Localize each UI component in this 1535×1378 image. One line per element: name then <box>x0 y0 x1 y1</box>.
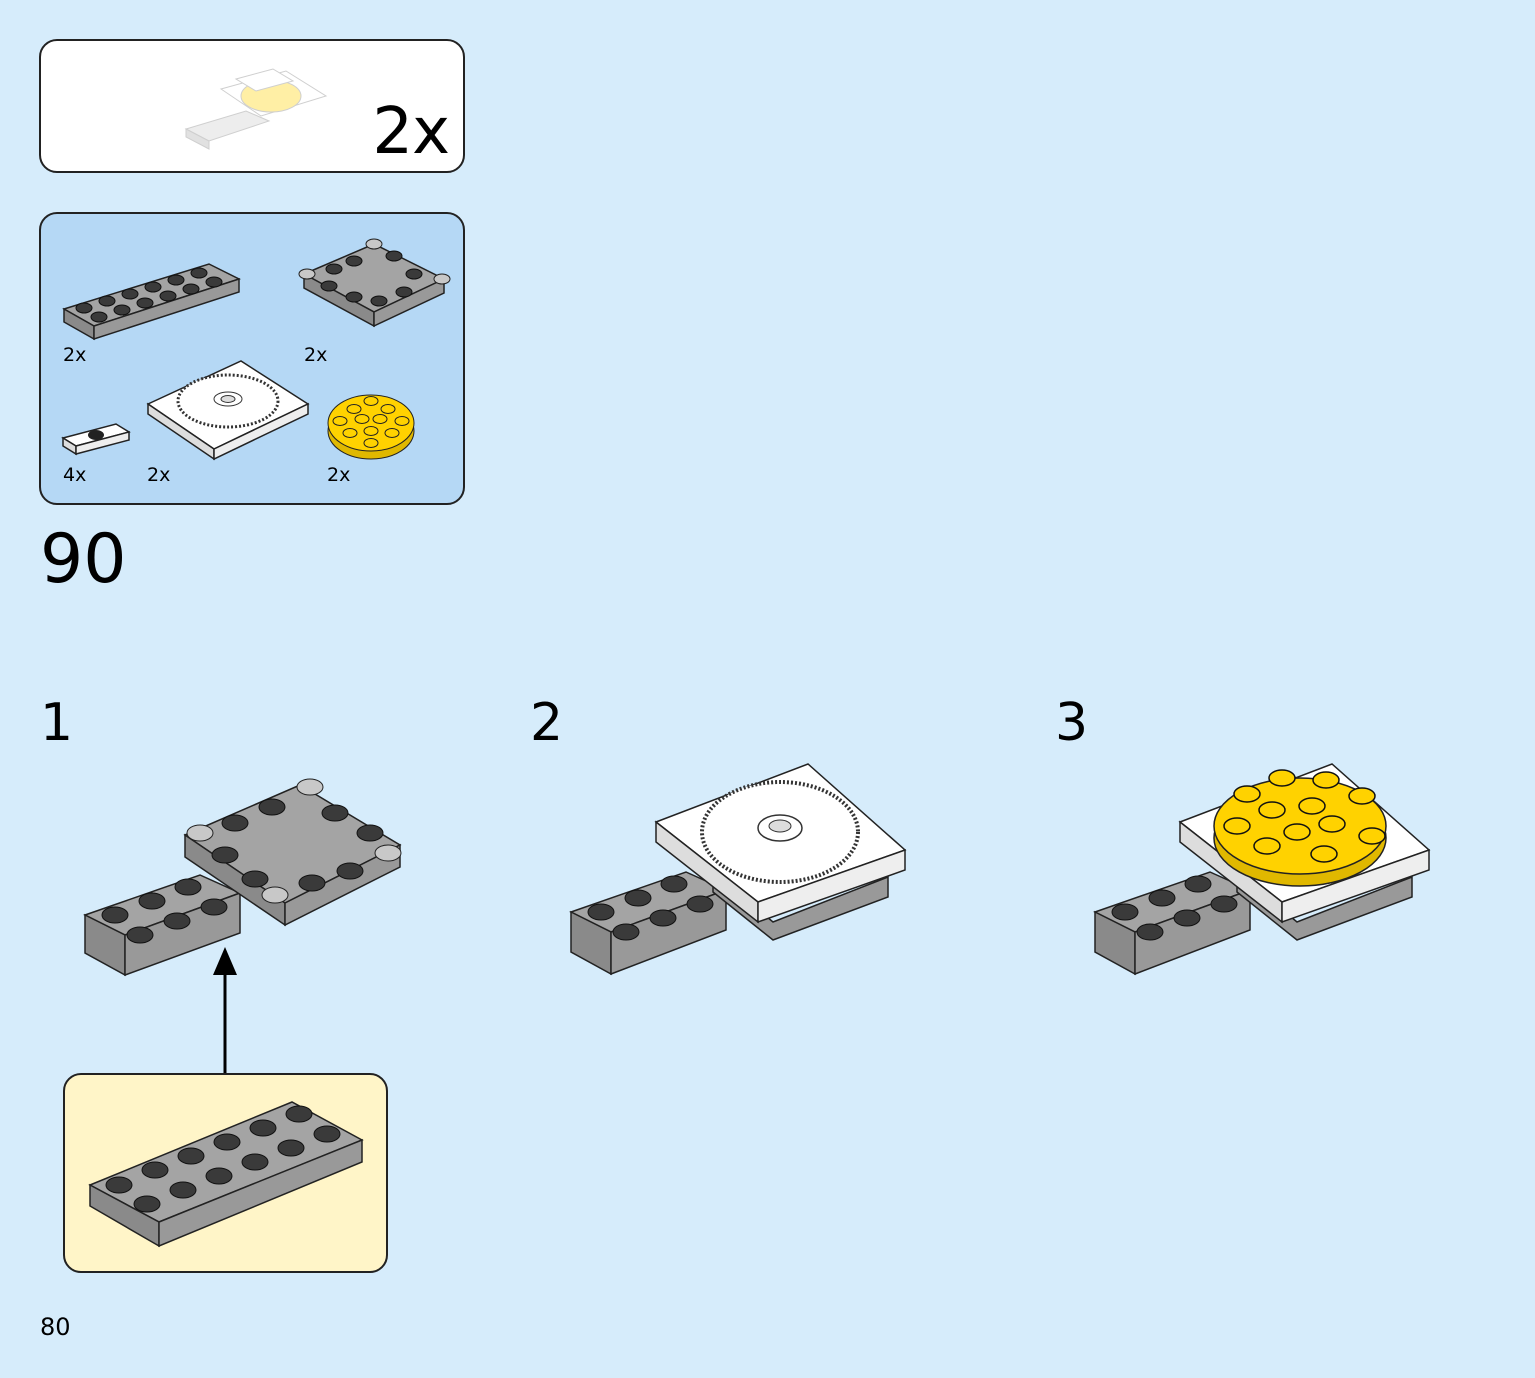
submodel-preview-image <box>184 68 328 150</box>
part-qty: 2x <box>327 464 351 486</box>
part-white-jumper-plate <box>61 423 131 456</box>
callout-box <box>63 1073 388 1273</box>
part-yellow-round-plate <box>327 394 415 460</box>
part-qty: 2x <box>304 344 328 366</box>
step-number: 90 <box>40 520 127 599</box>
callout-gray-plate-2x6 <box>88 1101 364 1248</box>
parts-list-box: 2x 2x 4x 2x <box>39 212 465 505</box>
substep-1-illustration <box>83 778 402 977</box>
substep-3-number: 3 <box>1055 693 1089 753</box>
part-gray-plate-2x6 <box>62 263 241 341</box>
substep-1-number: 1 <box>40 693 74 753</box>
part-gray-round-corner-plate <box>298 238 451 328</box>
attach-arrow <box>213 947 237 1073</box>
part-white-turntable <box>146 360 310 461</box>
substep-2-illustration <box>569 763 907 976</box>
part-qty: 2x <box>147 464 171 486</box>
part-qty: 4x <box>63 464 87 486</box>
part-qty: 2x <box>63 344 87 366</box>
substep-2-number: 2 <box>530 693 564 753</box>
substep-3-illustration <box>1093 763 1431 976</box>
submodel-count: 2x <box>372 95 450 169</box>
page-number: 80 <box>40 1313 71 1341</box>
submodel-preview-box: 2x <box>39 39 465 173</box>
